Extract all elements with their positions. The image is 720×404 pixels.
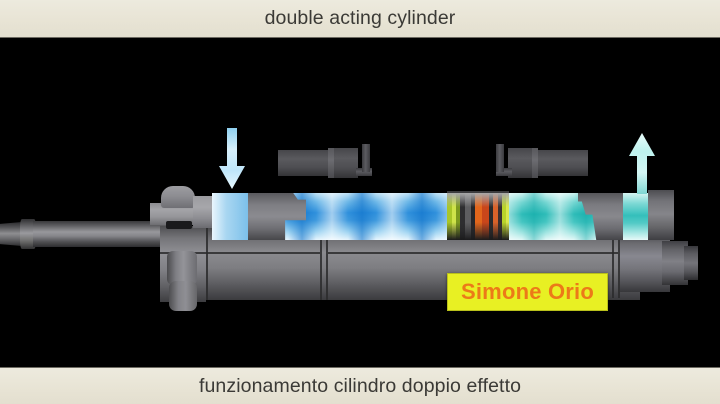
piston-seal-12	[502, 193, 506, 240]
cut-away-end-cap	[648, 190, 674, 240]
piston-seal-6	[471, 193, 475, 240]
port-fitting-left-block	[278, 150, 330, 176]
cylinder-nose	[620, 234, 670, 292]
port-elbow-right-horizontal	[496, 168, 512, 176]
barrel-groove-3	[206, 228, 208, 300]
watermark-label: Simone Orio	[461, 279, 594, 304]
top-caption-text: double acting cylinder	[264, 7, 456, 29]
barrel-groove-4	[612, 230, 614, 298]
rod-end-bracket-pin	[166, 221, 192, 229]
watermark-badge: Simone Orio	[447, 273, 608, 311]
piston-seal-3	[456, 193, 460, 240]
trunnion-mount-lower	[169, 281, 197, 311]
piston-seal-4	[460, 193, 465, 240]
piston-seal-8	[482, 193, 489, 240]
inlet-flow-arrow	[219, 128, 245, 189]
piston-rod-shaft	[33, 221, 173, 247]
outlet-flow-arrow	[629, 133, 655, 194]
bottom-caption-bar: funzionamento cilindro doppio effetto	[0, 367, 720, 404]
port-fitting-right-nut	[508, 148, 532, 178]
port-fitting-left-nut	[334, 148, 358, 178]
port-fitting-left-collar	[328, 148, 336, 178]
piston-seal-9	[489, 193, 493, 240]
port-elbow-left-vertical	[362, 144, 370, 172]
rod-end-bracket-dome	[161, 186, 195, 208]
port-elbow-left-horizontal	[356, 168, 372, 176]
port-fitting-right-collar	[530, 148, 538, 178]
cylinder-nose-end	[684, 246, 698, 280]
piston-seal-7	[475, 193, 482, 240]
barrel-groove-5	[618, 230, 620, 298]
piston-seal-10	[493, 193, 498, 240]
barrel-split-line-2	[328, 252, 618, 254]
piston-seal-2	[452, 193, 456, 240]
piston-rod-collar	[20, 219, 36, 249]
rod-end-bracket-step	[193, 196, 215, 228]
bottom-caption-text: funzionamento cilindro doppio effetto	[198, 374, 522, 397]
port-fitting-right-block	[536, 150, 588, 176]
trunnion-mount-upper	[167, 251, 197, 285]
cylinder-nose-tip	[662, 241, 688, 285]
piston-seal-5	[465, 193, 471, 240]
piston-rod-tip	[0, 222, 22, 246]
barrel-split-line	[160, 252, 320, 254]
cap-end-chamber-inlet	[212, 193, 248, 240]
port-elbow-right-vertical	[496, 144, 504, 172]
barrel-groove-2	[326, 228, 328, 300]
barrel-groove-1	[320, 228, 322, 300]
piston-seal-13	[506, 193, 509, 240]
piston-seal-1	[447, 193, 452, 240]
top-caption-bar: double acting cylinder	[0, 0, 720, 38]
diagram-stage: Simone Orio	[0, 38, 720, 367]
piston-seal-11	[498, 193, 502, 240]
